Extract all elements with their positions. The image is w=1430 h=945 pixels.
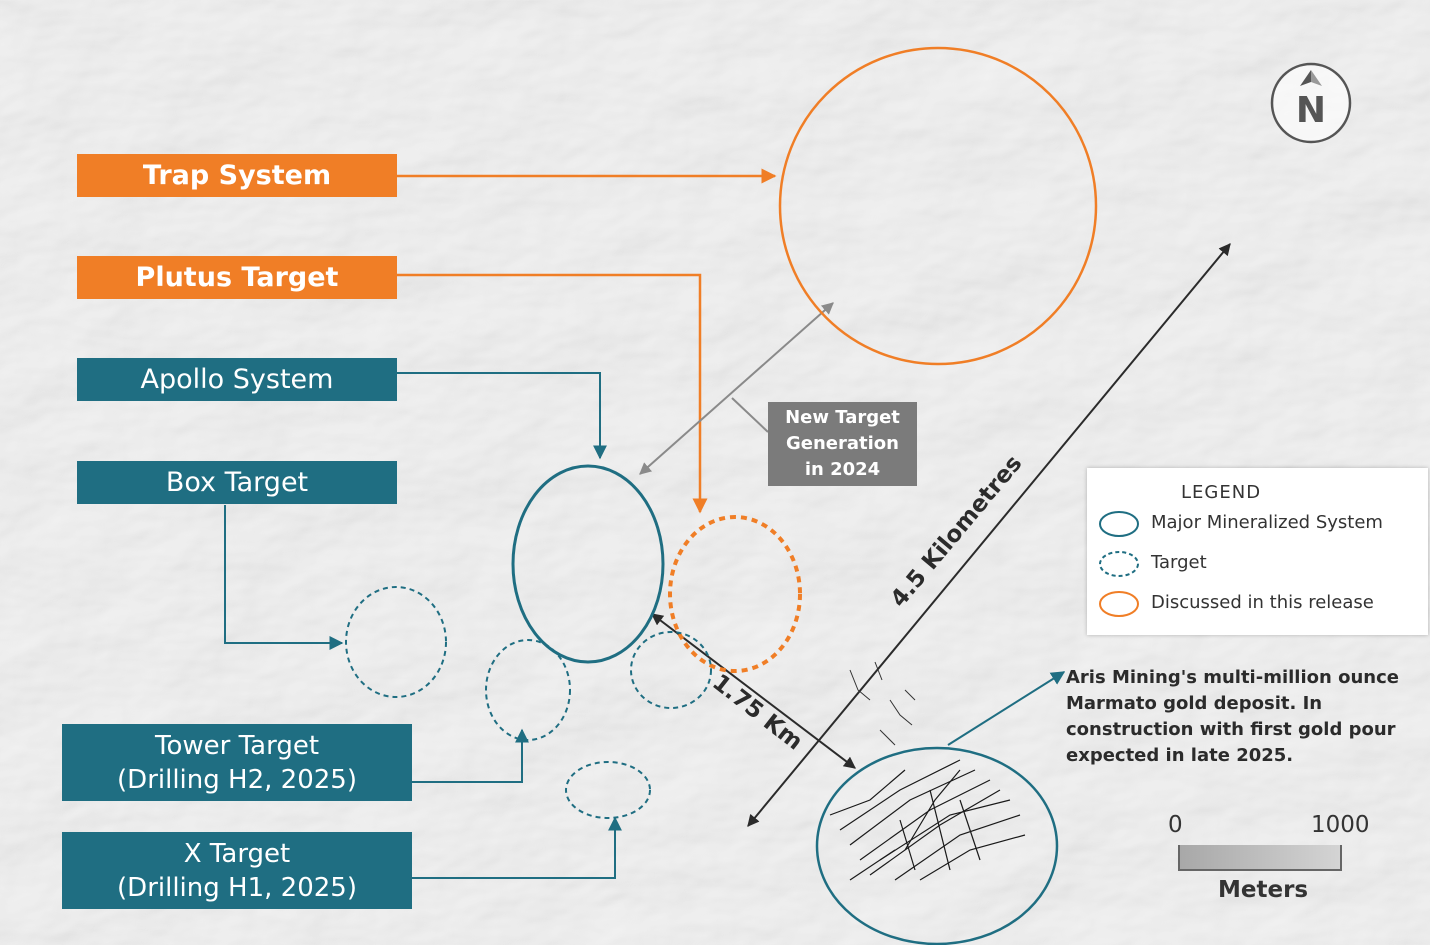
scale-end-label: 1000 bbox=[1311, 812, 1370, 838]
apollo-system-label: Apollo System bbox=[77, 358, 397, 401]
target-ellipse-center bbox=[630, 631, 712, 709]
north-arrow-icon: N bbox=[1270, 62, 1352, 144]
scale-unit-label: Meters bbox=[1218, 877, 1309, 903]
x-target-subtitle: (Drilling H1, 2025) bbox=[117, 872, 357, 903]
new-target-line1: New Target bbox=[785, 407, 900, 428]
legend-item-major-system: Major Mineralized System bbox=[1087, 508, 1428, 540]
x-target-label: X Target (Drilling H1, 2025) bbox=[62, 832, 412, 909]
trap-system-label: Trap System bbox=[77, 154, 397, 197]
apollo-system-ellipse bbox=[511, 464, 665, 664]
legend-title: LEGEND bbox=[1181, 482, 1262, 503]
new-target-generation-box: New Target Generation in 2024 bbox=[768, 402, 917, 486]
distance-1-75km-arrow bbox=[651, 613, 856, 769]
marmato-deposit-ellipse bbox=[815, 746, 1059, 945]
x-target-arrow bbox=[412, 816, 622, 879]
tower-target-title: Tower Target bbox=[154, 730, 320, 761]
legend-item-target: Target bbox=[1087, 548, 1428, 580]
box-target-arrow bbox=[224, 505, 344, 650]
trap-system-ellipse bbox=[778, 46, 1098, 366]
scale-start-label: 0 bbox=[1168, 812, 1183, 838]
dashed-teal-ellipse-icon bbox=[1099, 551, 1139, 577]
legend-label-discussed: Discussed in this release bbox=[1151, 592, 1374, 613]
tower-target-ellipse bbox=[485, 639, 571, 741]
box-target-ellipse bbox=[345, 586, 447, 698]
plutus-target-label: Plutus Target bbox=[77, 256, 397, 299]
apollo-system-text: Apollo System bbox=[140, 364, 334, 395]
new-target-line3: in 2024 bbox=[804, 459, 881, 480]
north-label: N bbox=[1296, 90, 1326, 131]
scale-bar bbox=[1178, 845, 1342, 871]
box-target-label: Box Target bbox=[77, 461, 397, 504]
legend-label-target: Target bbox=[1151, 552, 1207, 573]
tower-target-arrow bbox=[412, 728, 529, 783]
box-target-text: Box Target bbox=[165, 467, 309, 498]
solid-orange-ellipse-icon bbox=[1099, 591, 1139, 617]
trap-system-text: Trap System bbox=[142, 160, 332, 191]
x-target-ellipse bbox=[565, 761, 651, 819]
vein-traces-outer bbox=[849, 661, 916, 746]
plutus-target-ellipse bbox=[668, 515, 802, 673]
legend-panel: LEGEND Major Mineralized System Target D… bbox=[1087, 468, 1428, 635]
plutus-target-text: Plutus Target bbox=[135, 262, 339, 293]
tower-target-subtitle: (Drilling H2, 2025) bbox=[117, 764, 357, 795]
marmato-deposit-note: Aris Mining's multi-million ounce Marmat… bbox=[1066, 667, 1399, 766]
new-target-line2: Generation bbox=[786, 433, 899, 454]
apollo-system-arrow bbox=[397, 372, 607, 460]
x-target-title: X Target bbox=[183, 838, 291, 869]
vein-traces bbox=[829, 759, 1026, 881]
legend-item-discussed: Discussed in this release bbox=[1087, 588, 1428, 620]
legend-label-major-system: Major Mineralized System bbox=[1151, 512, 1383, 533]
deposit-note-arrow bbox=[947, 671, 1066, 746]
tower-target-label: Tower Target (Drilling H2, 2025) bbox=[62, 724, 412, 801]
solid-teal-ellipse-icon bbox=[1099, 511, 1139, 537]
